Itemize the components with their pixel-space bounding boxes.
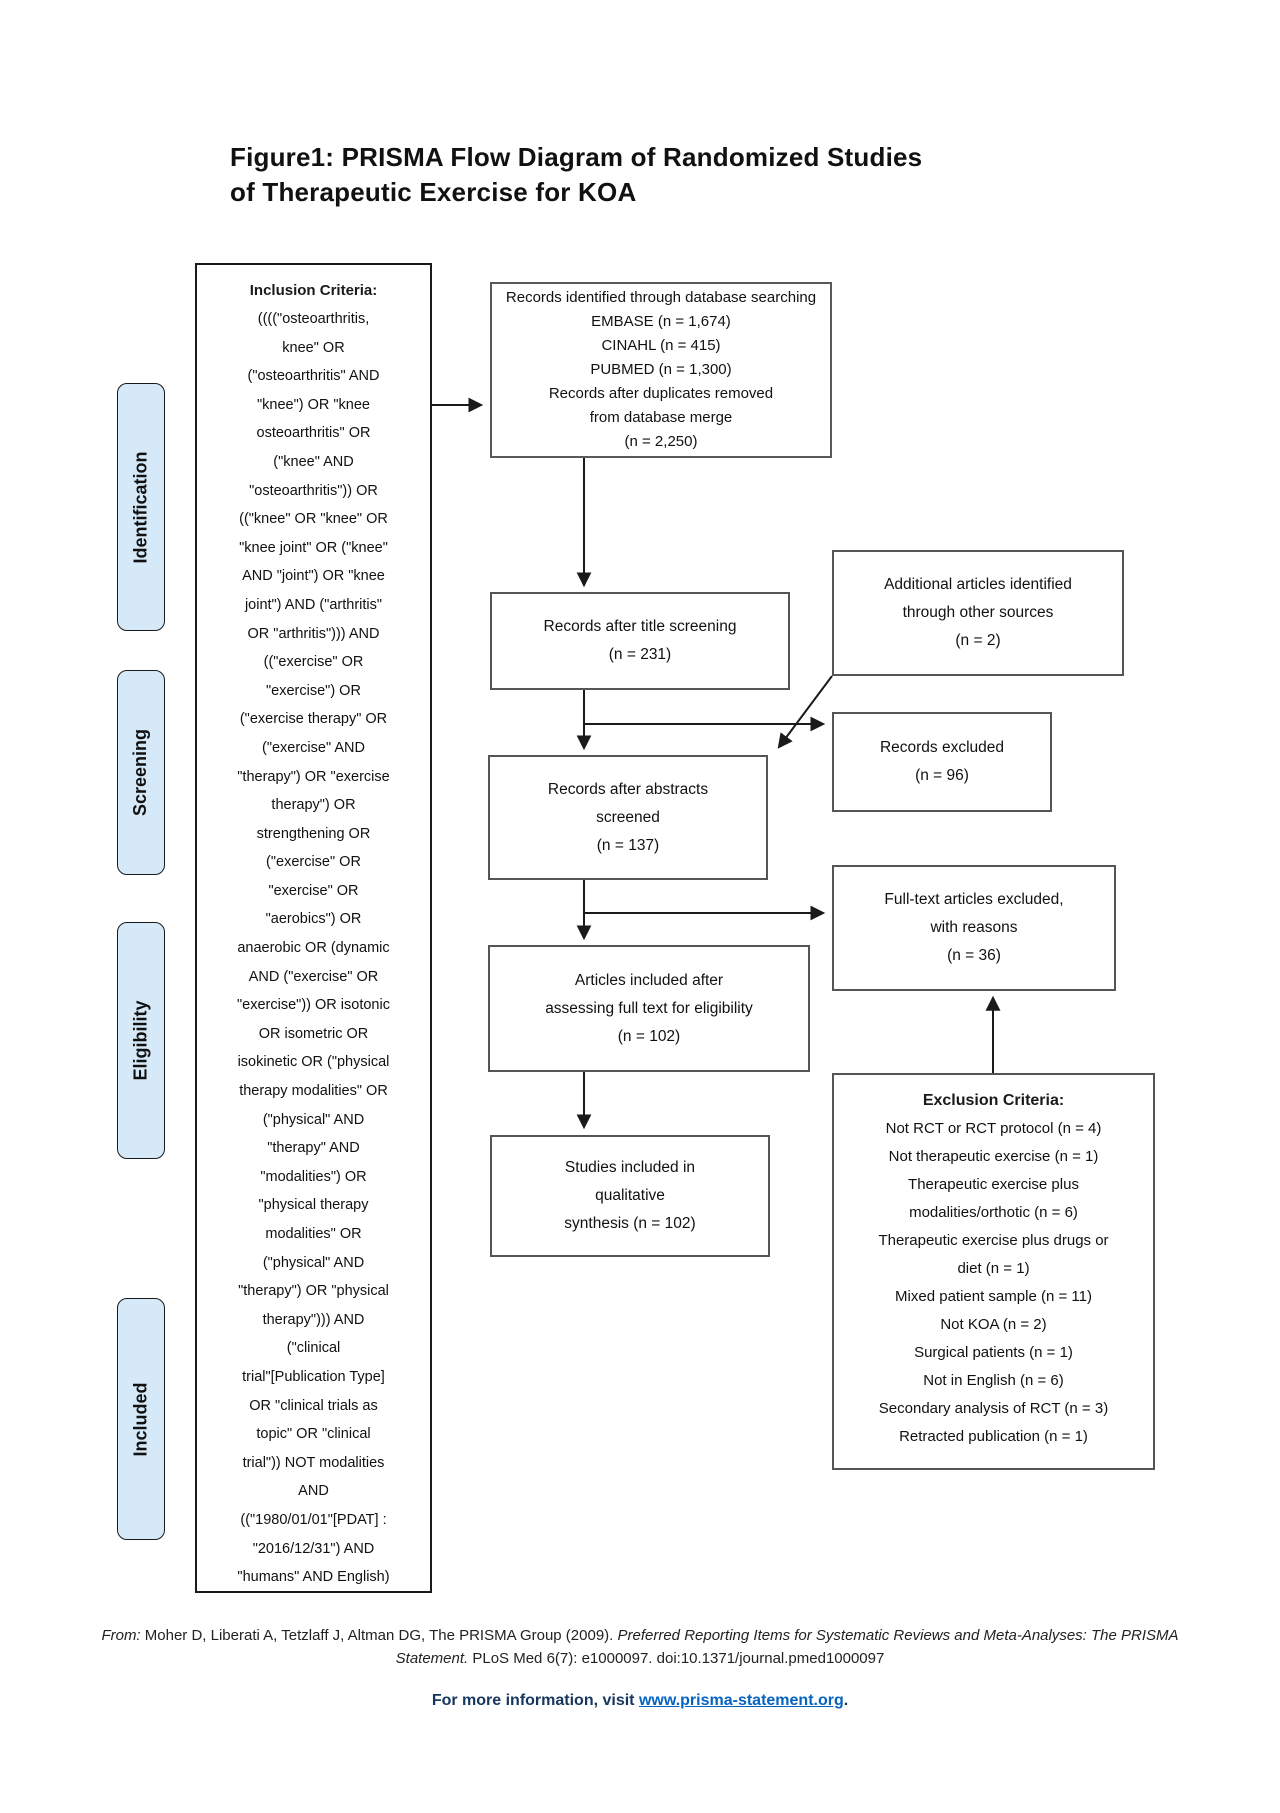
figure-title-line2: of Therapeutic Exercise for KOA	[230, 177, 637, 207]
stage-included: Included	[117, 1298, 165, 1540]
records-excluded-text: Records excluded (n = 96)	[879, 739, 1005, 784]
figure-title: Figure1: PRISMA Flow Diagram of Randomiz…	[230, 140, 950, 210]
records-abstracts-screened-text: Records after abstracts screened (n = 13…	[547, 780, 709, 854]
citation-rest: PLoS Med 6(7): e1000097. doi:10.1371/jou…	[468, 1650, 885, 1667]
prisma-statement-link[interactable]: www.prisma-statement.org	[638, 1692, 844, 1709]
stage-identification: Identification	[117, 383, 165, 631]
more-info-text: For more information, visit	[431, 1692, 639, 1709]
more-info-line: For more information, visit www.prisma-s…	[0, 1692, 1280, 1710]
studies-qualitative-synthesis-text: Studies included in qualitative synthesi…	[564, 1159, 696, 1232]
records-identified-text: Records identified through database sear…	[505, 289, 817, 450]
fulltext-excluded-text: Full-text articles excluded, with reason…	[884, 891, 1064, 964]
exclusion-criteria-box: Exclusion Criteria: Not RCT or RCT proto…	[832, 1073, 1155, 1470]
inclusion-criteria-heading: Inclusion Criteria:	[249, 282, 378, 299]
stage-eligibility-label: Eligibility	[130, 1000, 151, 1081]
records-abstracts-screened-box: Records after abstracts screened (n = 13…	[488, 755, 768, 880]
citation-from: From:	[101, 1627, 141, 1644]
additional-articles-box: Additional articles identified through o…	[832, 550, 1124, 676]
records-title-screening-box: Records after title screening (n = 231)	[490, 592, 790, 690]
inclusion-criteria-box: Inclusion Criteria: (((("osteoarthritis,…	[195, 263, 432, 1593]
records-excluded-box: Records excluded (n = 96)	[832, 712, 1052, 812]
records-title-screening-text: Records after title screening (n = 231)	[543, 618, 737, 663]
additional-articles-text: Additional articles identified through o…	[884, 576, 1072, 649]
articles-fulltext-eligibility-text: Articles included after assessing full t…	[545, 971, 753, 1045]
exclusion-criteria-list: Not RCT or RCT protocol (n = 4) Not ther…	[878, 1120, 1109, 1445]
citation-authors: Moher D, Liberati A, Tetzlaff J, Altman …	[140, 1627, 618, 1644]
fulltext-excluded-box: Full-text articles excluded, with reason…	[832, 865, 1116, 991]
exclusion-criteria-heading: Exclusion Criteria:	[922, 1092, 1065, 1109]
studies-qualitative-synthesis-box: Studies included in qualitative synthesi…	[490, 1135, 770, 1257]
stage-identification-label: Identification	[130, 451, 151, 563]
more-info-suffix: .	[843, 1692, 849, 1709]
inclusion-criteria-query: (((("osteoarthritis, knee" OR ("osteoart…	[237, 311, 390, 1586]
stage-screening-label: Screening	[130, 728, 151, 817]
citation-title: Preferred Reporting Items for Systematic…	[395, 1627, 1179, 1667]
records-identified-box: Records identified through database sear…	[490, 282, 832, 458]
articles-fulltext-eligibility-box: Articles included after assessing full t…	[488, 945, 810, 1072]
stage-screening: Screening	[117, 670, 165, 875]
citation: From: Moher D, Liberati A, Tetzlaff J, A…	[90, 1624, 1190, 1670]
figure-title-line1: Figure1: PRISMA Flow Diagram of Randomiz…	[230, 142, 923, 172]
stage-eligibility: Eligibility	[117, 922, 165, 1159]
stage-included-label: Included	[130, 1381, 151, 1457]
